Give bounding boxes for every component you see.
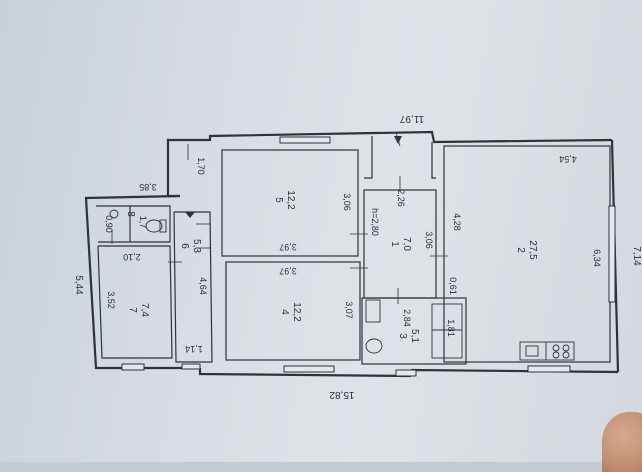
tick-marks	[111, 131, 448, 304]
room-6-area: 5,3	[191, 239, 202, 253]
room-7-number: 7	[127, 307, 138, 313]
window-room2-side	[608, 205, 616, 303]
dim-room7-length: 3,52	[106, 291, 116, 309]
sink-room3-icon	[365, 299, 381, 323]
dim-room8-width: 0,90	[104, 215, 114, 233]
dim-room3-width: 2,84	[402, 309, 412, 327]
dimension-labels: 11,97 15,82 5,44 7,14 3,85 1,70 3,06 2,2…	[73, 113, 642, 400]
dim-right-height: 7,14	[631, 246, 642, 266]
dim-top-total: 11,97	[399, 113, 424, 124]
dim-room5-width: 3,06	[342, 193, 352, 211]
room-8-number: 8	[125, 211, 136, 217]
room-labels: 1 7,0 2 27,5 3 5,1 4 12,2 5 12,2 6 5,3 7…	[125, 190, 538, 343]
dim-left-height: 5,44	[73, 275, 84, 295]
fixtures	[109, 209, 575, 361]
dim-room6-length: 4,64	[198, 277, 208, 295]
room-7-area: 7,4	[139, 303, 150, 317]
kitchen-sink-icon	[525, 345, 539, 357]
dim-room4-left: 3,97	[279, 266, 297, 276]
room-4-number: 4	[279, 309, 290, 315]
stove-burner-icon	[552, 351, 560, 359]
dim-room8-length: 1,7	[138, 216, 148, 229]
window-room5	[279, 136, 331, 144]
room-1-number: 1	[389, 241, 400, 247]
dim-room1-height: h=2,80	[370, 208, 380, 236]
room-2-area: 27,5	[527, 240, 538, 260]
dim-room3-inner: 1,81	[446, 319, 456, 337]
dim-room2-depth: 4,28	[452, 213, 462, 231]
dim-room4-width: 3,07	[344, 301, 354, 319]
stove-burner-icon	[562, 344, 570, 352]
dim-room1-width: 2,26	[396, 189, 406, 207]
stove-burner-icon	[552, 344, 560, 352]
window-room3	[395, 369, 417, 377]
window-room7	[121, 363, 145, 371]
room-2-number: 2	[515, 247, 526, 253]
floor-plan: 11,97 15,82 5,44 7,14 3,85 1,70 3,06 2,2…	[73, 113, 642, 400]
window-corridor	[181, 363, 201, 370]
dim-room1-lower: 3,06	[424, 231, 434, 249]
dim-room6-width: 1,14	[185, 344, 203, 354]
dim-room7-width: 2,10	[123, 252, 141, 262]
room-3-area: 5,1	[409, 329, 420, 343]
room-5-number: 5	[273, 197, 284, 203]
toilet-icon	[145, 219, 163, 233]
dim-room2-length: 4,54	[559, 154, 577, 164]
floor-drain-icon	[109, 209, 119, 219]
dim-corridor-top: 1,70	[196, 157, 206, 175]
paper-sheet	[0, 0, 642, 462]
dim-top-left-wing: 3,85	[139, 182, 157, 192]
windows	[121, 136, 616, 377]
bathtub-icon	[431, 303, 463, 359]
dim-room5-bottom: 3,97	[279, 242, 297, 252]
stove-burner-icon	[562, 351, 570, 359]
dim-bottom-total: 15,82	[329, 389, 354, 400]
room-1-area: 7,0	[401, 237, 412, 251]
toilet-room3-icon	[365, 338, 383, 354]
room-6-number: 6	[179, 243, 190, 249]
room-5-area: 12,2	[285, 190, 296, 210]
dim-room2-width: 6,34	[592, 249, 602, 267]
room-4-area: 12,2	[291, 302, 302, 322]
window-room2-bottom	[527, 365, 571, 373]
window-room4	[283, 365, 335, 373]
dim-small-step: 0,61	[448, 277, 458, 295]
kitchen-counter-icon	[519, 341, 575, 361]
room-3-number: 3	[397, 333, 408, 339]
